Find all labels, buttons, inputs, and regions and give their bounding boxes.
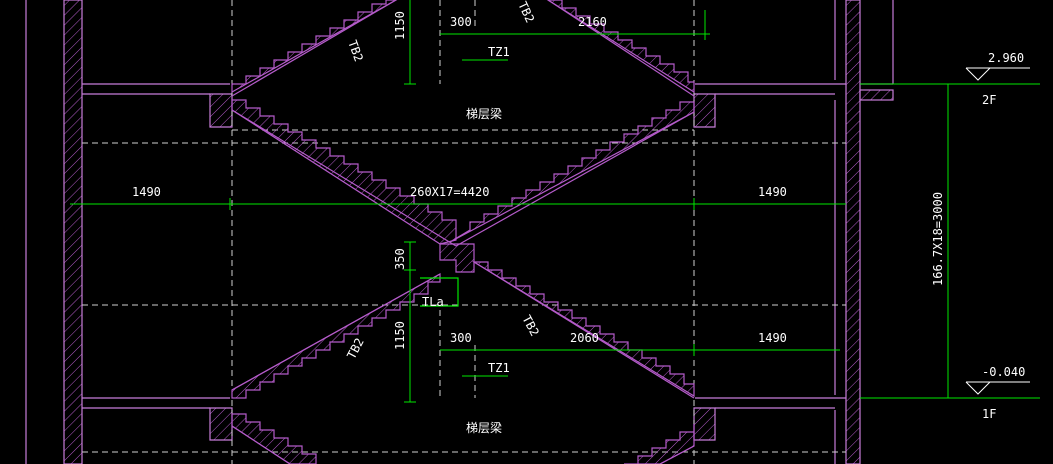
label-beam-bottom: 梯层梁 xyxy=(466,420,502,435)
label-tla: TLa xyxy=(422,295,444,309)
level-upper-value: 2.960 xyxy=(988,51,1024,65)
dim-350: 350 xyxy=(393,248,407,270)
dim-2160: 2160 xyxy=(578,15,607,29)
drawing-labels: 梯层梁 梯层梁 TZ1 TZ1 TLa TB2 TB2 TB2 TB2 1150… xyxy=(132,0,1025,435)
right-wall xyxy=(834,0,894,464)
label-tb2-c: TB2 xyxy=(519,313,542,339)
slope-lines xyxy=(231,0,695,464)
label-beam-top: 梯层梁 xyxy=(466,106,502,121)
level-upper-floor: 2F xyxy=(982,93,996,107)
central-landing xyxy=(420,243,475,307)
dim-height: 166.7X18=3000 xyxy=(931,192,945,286)
label-tz1-top: TZ1 xyxy=(488,45,510,59)
floor-slab-upper xyxy=(82,83,846,95)
dim-run: 260X17=4420 xyxy=(410,185,489,199)
stair-flights xyxy=(231,0,695,464)
dim-1150-bottom: 1150 xyxy=(393,321,407,350)
level-marker-lower xyxy=(965,381,1030,395)
dim-1490-left: 1490 xyxy=(132,185,161,199)
label-tb2-a: TB2 xyxy=(345,38,366,63)
left-wall xyxy=(25,0,83,464)
dim-1490-right-top: 1490 xyxy=(758,185,787,199)
dim-1150-top: 1150 xyxy=(393,11,407,40)
label-tb2-b: TB2 xyxy=(515,0,537,25)
level-lower-floor: 1F xyxy=(982,407,996,421)
dimension-lines xyxy=(70,0,1040,403)
level-lower-value: -0.040 xyxy=(982,365,1025,379)
label-tb2-d: TB2 xyxy=(344,336,367,362)
floor-slab-lower xyxy=(82,397,846,409)
dim-2060: 2060 xyxy=(570,331,599,345)
dim-1490-right-bottom: 1490 xyxy=(758,331,787,345)
hidden-lines xyxy=(82,0,846,464)
dim-300-bottom: 300 xyxy=(450,331,472,345)
label-tz1-bottom: TZ1 xyxy=(488,361,510,375)
dim-300-top: 300 xyxy=(450,15,472,29)
level-marker-upper xyxy=(965,67,1030,81)
